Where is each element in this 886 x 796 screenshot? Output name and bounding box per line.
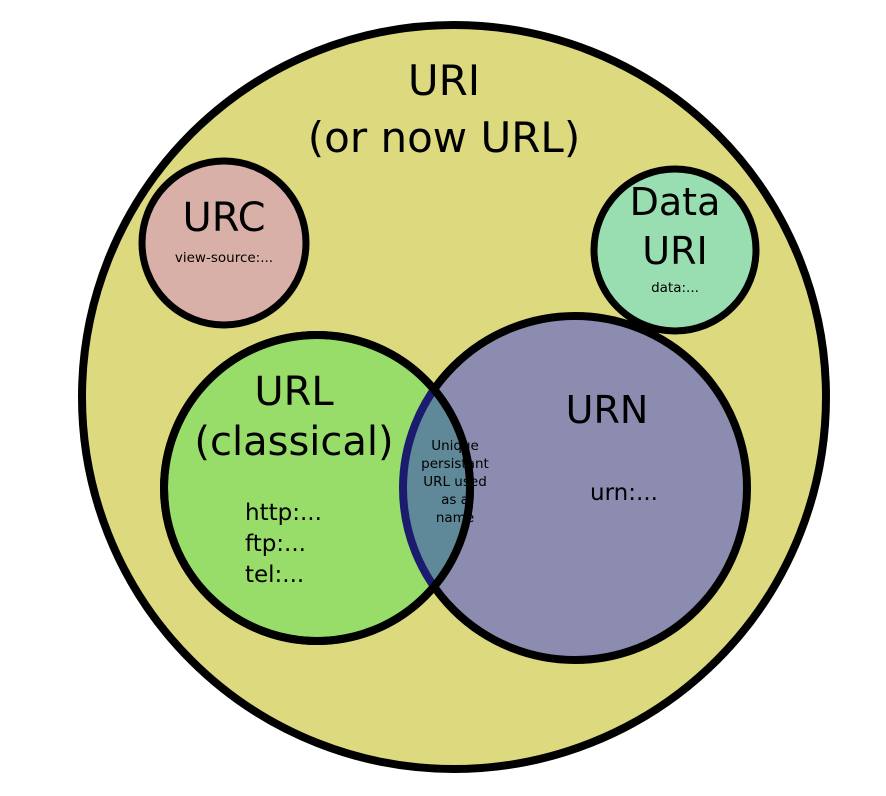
overlap-line-1: Unique — [431, 438, 479, 454]
urn-inner-arc — [399, 335, 470, 641]
data-uri-title-line1: Data — [630, 180, 721, 224]
urn-title: URN — [566, 388, 649, 432]
data-uri-title-line2: URI — [642, 229, 707, 273]
url-example-ftp: ftp:... — [245, 531, 306, 557]
overlap-line-2: persistant — [421, 456, 489, 472]
urc-title: URC — [182, 195, 265, 241]
overlap-line-5: name — [436, 510, 474, 526]
overlap-line-3: URL used — [423, 474, 487, 490]
data-uri-circle — [590, 165, 760, 335]
urn-example: urn:... — [590, 480, 658, 506]
urc-example: view-source:... — [175, 250, 273, 266]
uri-title-line1: URI — [408, 56, 480, 105]
data-uri-example: data:... — [651, 280, 699, 296]
overlap-line-4: as a — [441, 492, 469, 508]
url-example-tel: tel:... — [245, 562, 304, 588]
url-outline — [160, 331, 474, 645]
uri-title-line2: (or now URL) — [308, 113, 580, 162]
url-example-http: http:... — [245, 500, 322, 526]
url-title-line2: (classical) — [194, 419, 393, 465]
url-title-line1: URL — [254, 369, 334, 415]
urc-circle — [138, 157, 310, 329]
